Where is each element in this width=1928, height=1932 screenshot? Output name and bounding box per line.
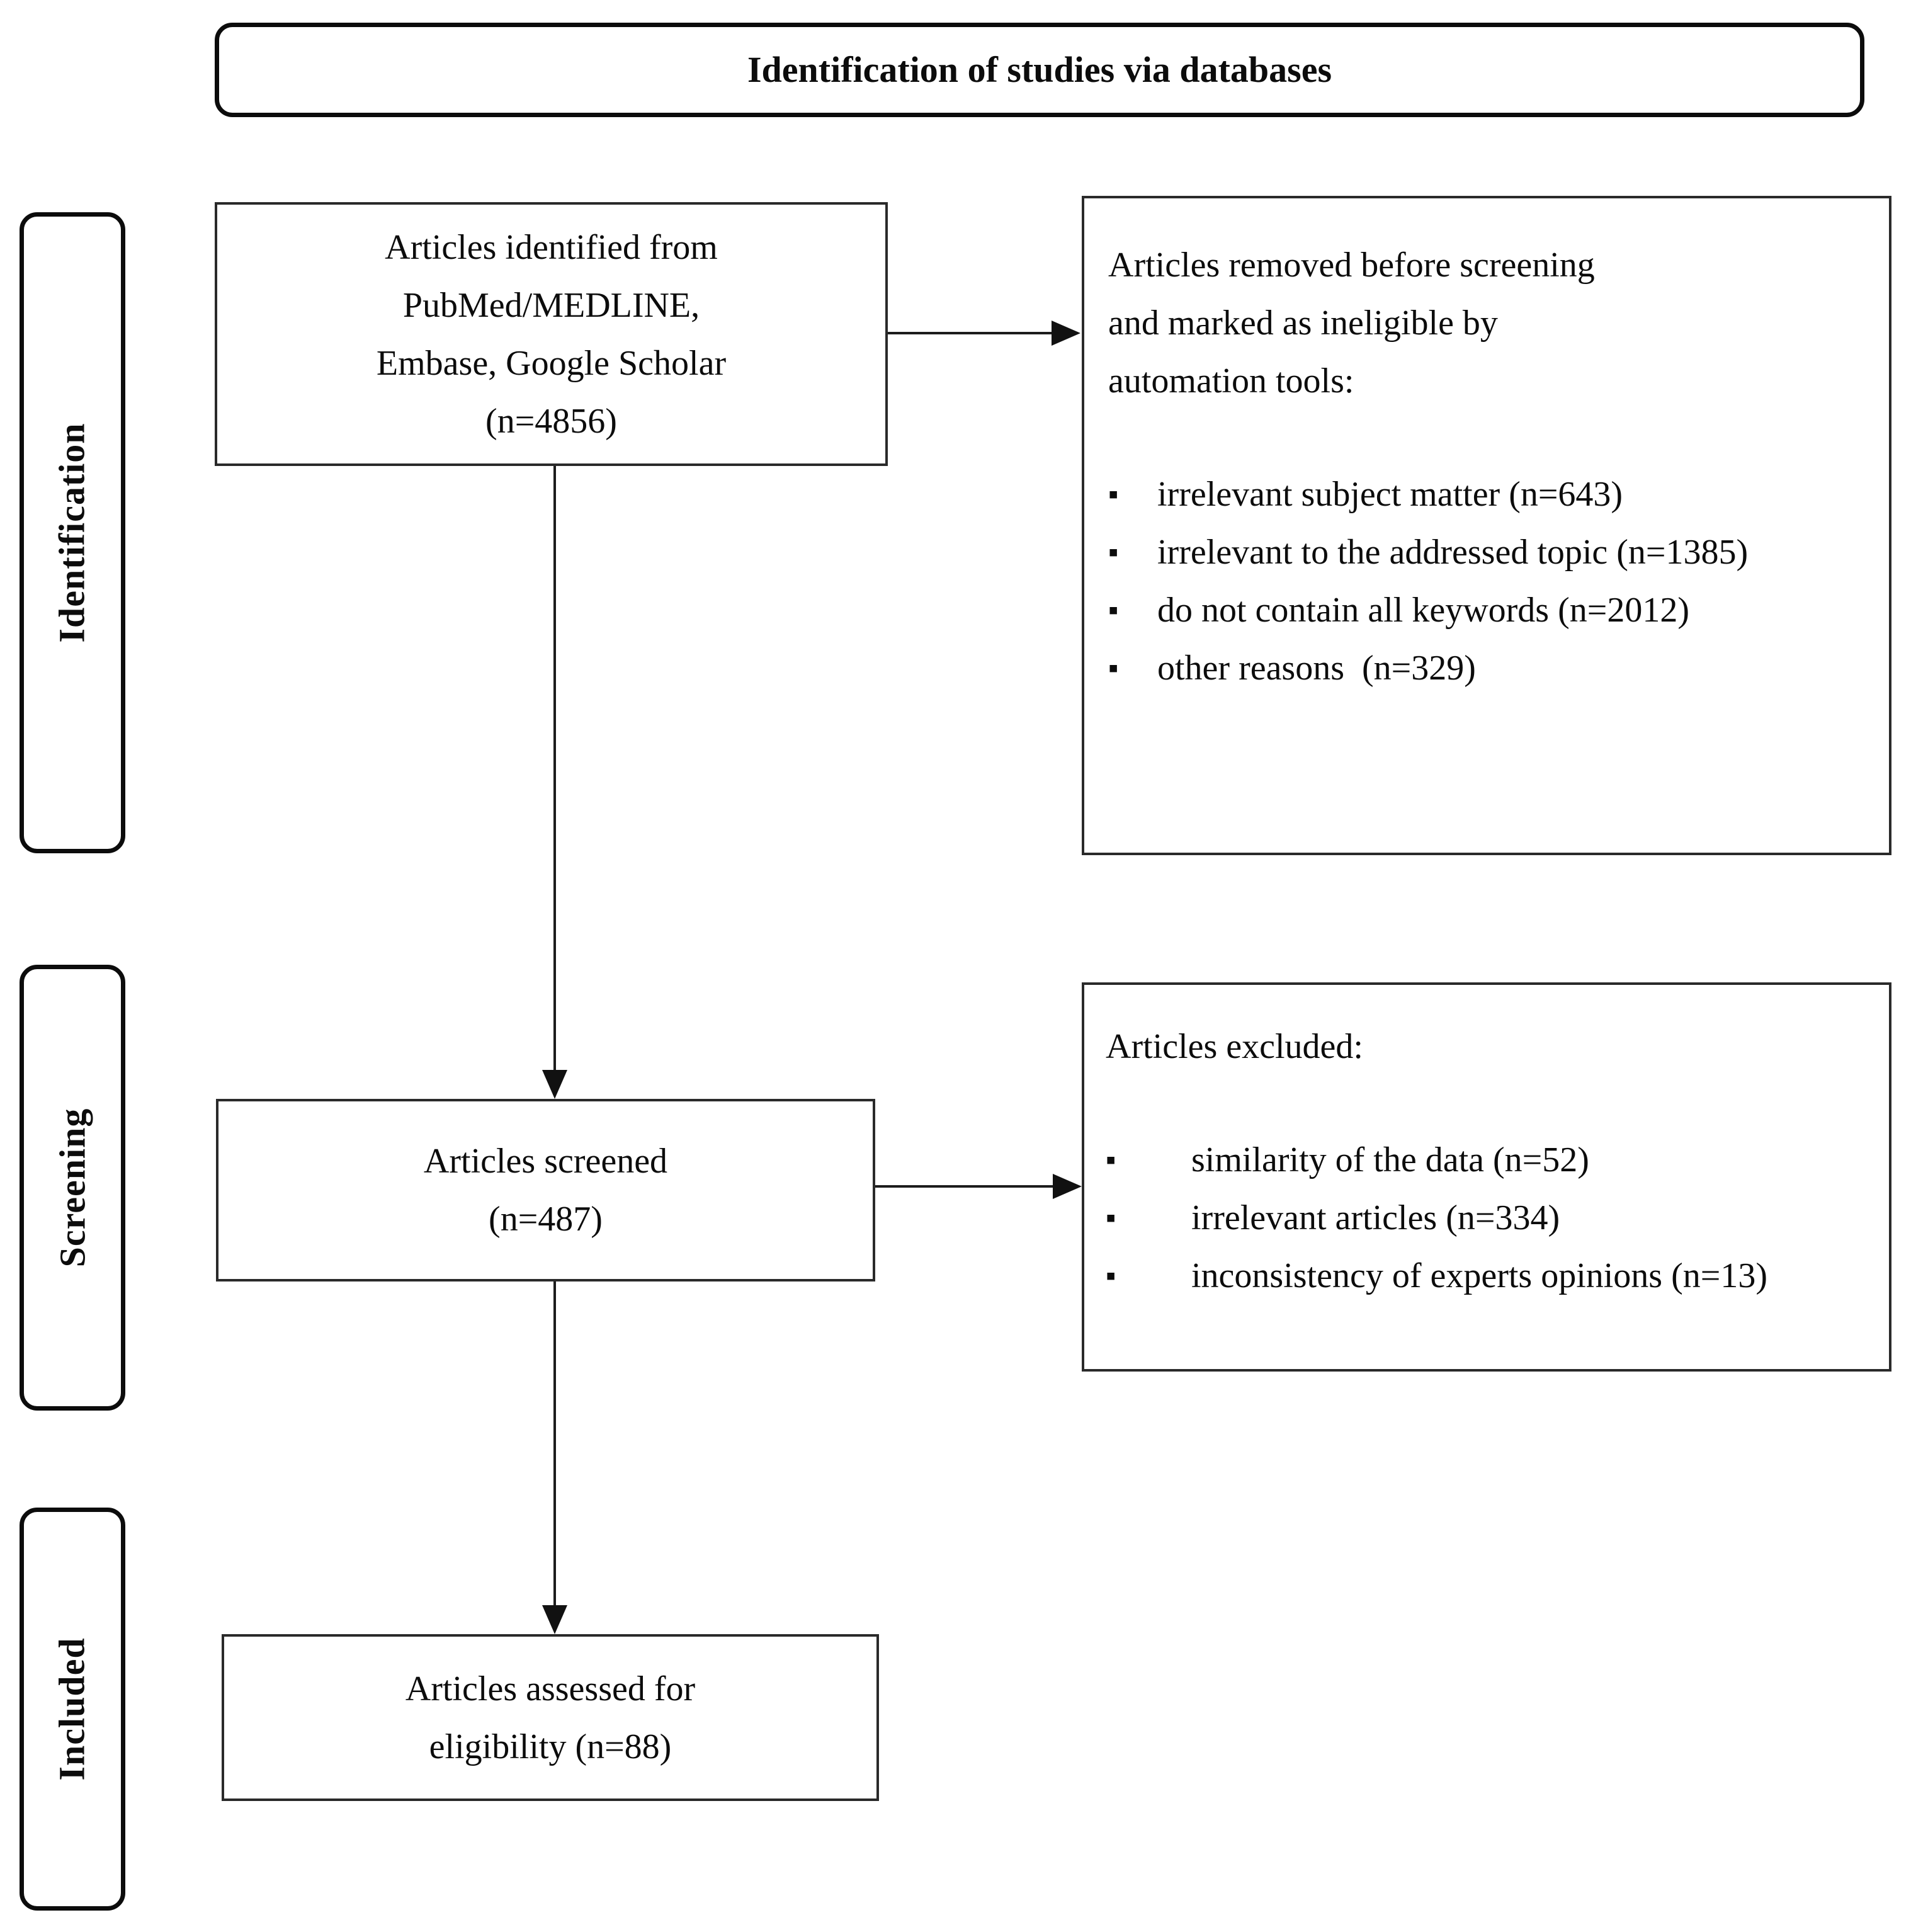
- box-articles-screened: Articles screened (n=487): [216, 1099, 875, 1281]
- stage-label-included: Included: [20, 1508, 125, 1911]
- box-articles-assessed-text: Articles assessed for eligibility (n=88): [405, 1669, 696, 1766]
- list-item: ▪ similarity of the data (n=52): [1106, 1131, 1874, 1189]
- square-bullet-icon: ▪: [1106, 1259, 1116, 1292]
- square-bullet-icon: ▪: [1106, 1144, 1116, 1176]
- stage-label-identification: Identification: [20, 212, 125, 853]
- arrowhead-down-icon: [542, 1605, 567, 1634]
- arrowhead-down-icon: [542, 1070, 567, 1099]
- arrow-line: [553, 466, 556, 1071]
- diagram-title-box: Identification of studies via databases: [215, 23, 1864, 117]
- list-item: ▪ do not contain all keywords (n=2012): [1108, 581, 1874, 639]
- arrowhead-right-icon: [1053, 1174, 1082, 1199]
- stage-label-identification-text: Identification: [52, 423, 93, 643]
- box-articles-screened-text: Articles screened (n=487): [423, 1142, 668, 1239]
- list-item-text: other reasons (n=329): [1157, 649, 1476, 688]
- arrow-line: [553, 1281, 556, 1606]
- list-item-text: irrelevant articles (n=334): [1191, 1198, 1560, 1237]
- stage-label-screening: Screening: [20, 965, 125, 1411]
- square-bullet-icon: ▪: [1108, 594, 1119, 626]
- box-articles-removed-heading: Articles removed before screening and ma…: [1108, 246, 1595, 401]
- list-item: ▪ inconsistency of experts opinions (n=1…: [1106, 1247, 1874, 1305]
- box-articles-assessed: Articles assessed for eligibility (n=88): [222, 1634, 879, 1801]
- list-item-text: similarity of the data (n=52): [1191, 1140, 1589, 1179]
- list-item: ▪ irrelevant to the addressed topic (n=1…: [1108, 523, 1874, 581]
- box-articles-excluded-heading: Articles excluded:: [1106, 1027, 1363, 1066]
- list-item: ▪ other reasons (n=329): [1108, 639, 1874, 697]
- list-item-text: irrelevant subject matter (n=643): [1157, 475, 1623, 514]
- box-articles-excluded: Articles excluded: ▪ similarity of the d…: [1082, 982, 1891, 1372]
- diagram-title: Identification of studies via databases: [747, 49, 1332, 90]
- square-bullet-icon: ▪: [1108, 652, 1119, 684]
- square-bullet-icon: ▪: [1108, 478, 1119, 510]
- stage-label-included-text: Included: [52, 1637, 93, 1781]
- arrow-line: [888, 332, 1054, 334]
- square-bullet-icon: ▪: [1108, 536, 1119, 568]
- box-articles-removed: Articles removed before screening and ma…: [1082, 196, 1891, 855]
- box-articles-identified: Articles identified from PubMed/MEDLINE,…: [215, 202, 888, 466]
- arrow-line: [875, 1185, 1055, 1188]
- excluded-reasons-list: ▪ similarity of the data (n=52) ▪ irrele…: [1106, 1131, 1874, 1305]
- list-item-text: do not contain all keywords (n=2012): [1157, 591, 1689, 630]
- removed-reasons-list: ▪ irrelevant subject matter (n=643) ▪ ir…: [1108, 465, 1874, 697]
- stage-label-screening-text: Screening: [52, 1108, 93, 1268]
- list-item: ▪ irrelevant articles (n=334): [1106, 1189, 1874, 1247]
- arrowhead-right-icon: [1052, 321, 1080, 346]
- square-bullet-icon: ▪: [1106, 1202, 1116, 1234]
- list-item: ▪ irrelevant subject matter (n=643): [1108, 465, 1874, 523]
- list-item-text: irrelevant to the addressed topic (n=138…: [1157, 533, 1749, 572]
- list-item-text: inconsistency of experts opinions (n=13): [1191, 1256, 1767, 1295]
- box-articles-identified-text: Articles identified from PubMed/MEDLINE,…: [376, 227, 727, 441]
